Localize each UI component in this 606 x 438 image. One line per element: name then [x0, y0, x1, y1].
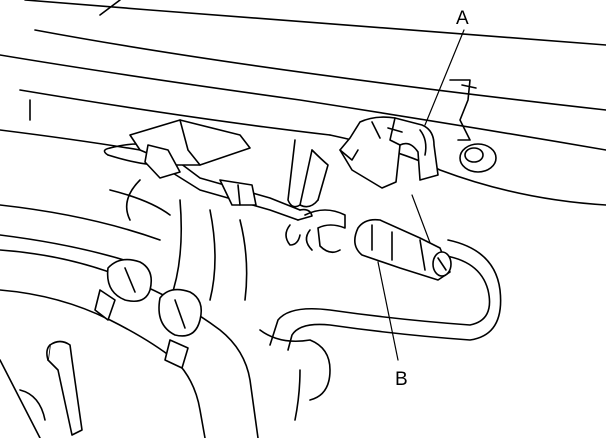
cable-end-clip — [285, 209, 346, 254]
support-strut — [287, 139, 329, 208]
lower-hose — [259, 329, 331, 421]
callout-b: B — [395, 369, 408, 390]
small-bracket — [0, 340, 83, 438]
engine-bay-lines — [0, 179, 248, 301]
grommet — [459, 143, 497, 173]
cable-clip-a — [339, 116, 439, 189]
callout-a: A — [456, 8, 469, 29]
coolant-hose — [0, 249, 259, 438]
body-panel — [0, 0, 606, 206]
connector-b — [354, 218, 452, 281]
cable-bracket — [129, 119, 257, 206]
hose — [269, 239, 502, 351]
leader-lines — [377, 29, 465, 361]
